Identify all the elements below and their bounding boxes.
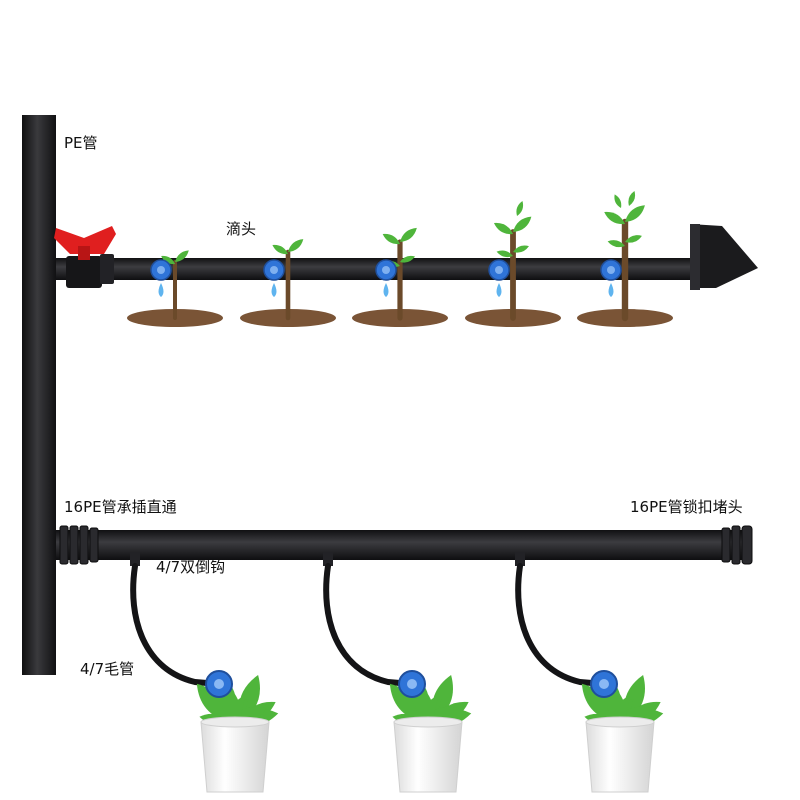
dripper-center	[407, 679, 417, 689]
pot-rim	[585, 716, 655, 728]
dripper-center	[270, 266, 278, 274]
label-end-plug: 16PE管锁扣堵头	[630, 498, 743, 516]
upper-plant-5	[577, 190, 673, 327]
lower-end-plug	[721, 525, 753, 565]
white-pot	[393, 721, 463, 793]
leaf	[516, 200, 524, 216]
dripper-center	[214, 679, 224, 689]
double-barb	[515, 552, 525, 566]
pot-rim	[393, 716, 463, 728]
label-capillary-tube: 4/7毛管	[80, 660, 135, 678]
label-dripper: 滴头	[226, 220, 257, 238]
upper-plant-2	[240, 239, 336, 327]
pothos-leaf	[228, 696, 245, 722]
water-drop-icon	[496, 283, 502, 297]
capillary-tube	[323, 563, 415, 687]
pot-rim	[200, 716, 270, 728]
upper-plant-4	[465, 200, 561, 327]
vertical-pe-pipe	[22, 115, 56, 675]
upper-plant-3	[352, 227, 448, 327]
label-double-barb: 4/7双倒钩	[156, 558, 226, 576]
capillary-tube	[130, 563, 222, 687]
water-drop-icon	[158, 283, 164, 297]
potted-plant-1	[130, 552, 279, 793]
leaf	[625, 205, 645, 222]
leaf	[161, 255, 175, 265]
white-pot	[585, 721, 655, 793]
leaf	[513, 245, 529, 253]
leaf	[382, 233, 400, 245]
potted-plant-3	[515, 552, 664, 793]
straight-connector	[59, 525, 99, 565]
valve-collar	[100, 254, 114, 284]
double-barb	[323, 552, 333, 566]
double-barb	[130, 552, 140, 566]
water-drop-icon	[271, 283, 277, 297]
leaf	[614, 194, 622, 208]
dripper-center	[157, 266, 165, 274]
lower-branch-pipe	[56, 530, 748, 560]
white-pot	[200, 721, 270, 793]
valve-body	[66, 256, 102, 288]
upper-plant-1	[127, 250, 223, 327]
water-drop-icon	[383, 283, 389, 297]
upper-end-cap-rim	[690, 224, 700, 290]
leaf	[496, 250, 513, 258]
dripper-center	[382, 266, 390, 274]
potted-plant-2	[323, 552, 472, 793]
dripper-center	[495, 266, 503, 274]
red-valve-stem	[78, 246, 90, 260]
label-pe-pipe: PE管	[64, 134, 98, 152]
pot-foliage	[581, 675, 664, 727]
leaf	[513, 216, 532, 232]
red-valve-handle	[54, 226, 116, 254]
upper-end-cap	[690, 224, 758, 288]
leaf	[493, 222, 513, 235]
leaf	[175, 250, 189, 262]
leaf	[607, 240, 625, 248]
leaf	[400, 227, 417, 242]
pothos-leaf	[421, 696, 438, 722]
leaf	[288, 239, 304, 252]
label-straight-connector: 16PE管承插直通	[64, 498, 177, 516]
water-drop-icon	[608, 283, 614, 297]
pothos-leaf	[613, 696, 630, 722]
leaf	[628, 190, 636, 206]
leaf	[625, 235, 642, 243]
leaf	[400, 255, 416, 263]
dripper-center	[599, 679, 609, 689]
dripper-center	[607, 266, 615, 274]
leaf	[272, 244, 288, 255]
capillary-tube	[515, 563, 607, 687]
upper-plant-group	[127, 190, 673, 327]
leaf	[604, 211, 625, 225]
lower-plant-group	[130, 552, 664, 793]
